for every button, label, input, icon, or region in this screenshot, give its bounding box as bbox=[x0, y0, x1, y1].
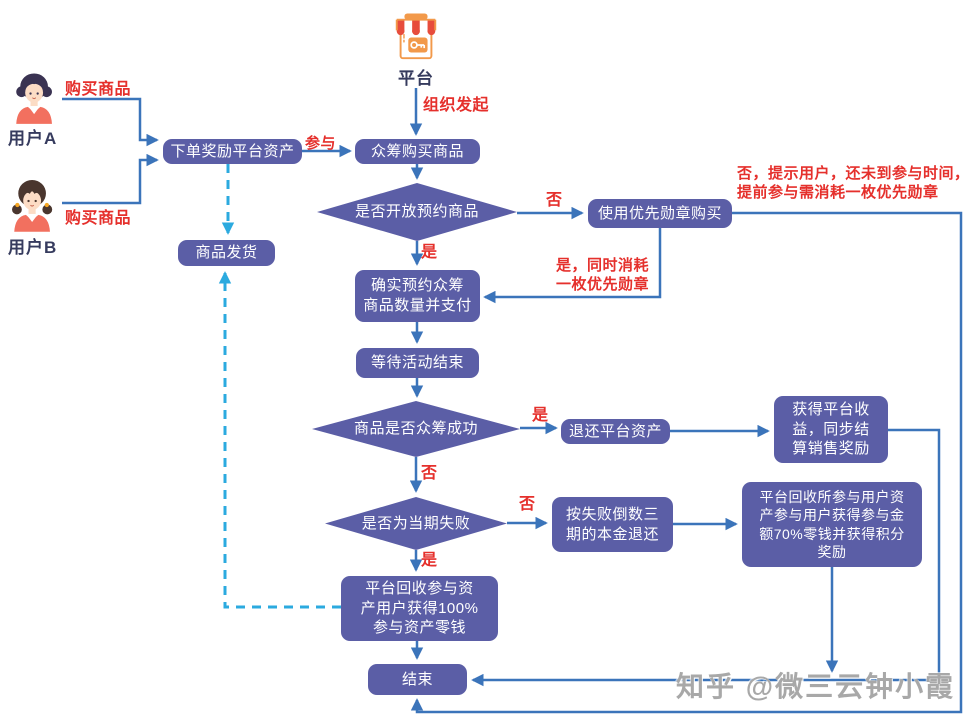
node-order-reward: 下单奖励平台资产 bbox=[163, 139, 302, 164]
node-crowdfund-buy: 众筹购买商品 bbox=[355, 139, 480, 164]
watermark: 知乎 @微三云钟小霞 bbox=[676, 671, 956, 702]
label-yes-success: 是 bbox=[532, 407, 549, 424]
label-buy-goods-b: 购买商品 bbox=[65, 210, 132, 227]
node-refund-principal-last3: 按失败倒数三 期的本金退还 bbox=[552, 497, 673, 552]
label-no-open: 否 bbox=[546, 192, 563, 209]
platform-label: 平台 bbox=[398, 69, 434, 88]
dashed-recover100-to-ship bbox=[218, 271, 341, 609]
user-b-label: 用户B bbox=[8, 238, 58, 257]
note-yes-consume-medal: 是，同时消耗 一枚优先勋章 bbox=[556, 257, 650, 294]
node-gain-platform-revenue: 获得平台收 益，同步结 算销售奖励 bbox=[774, 396, 888, 463]
label-no-success: 否 bbox=[421, 465, 438, 482]
node-return-platform-assets: 退还平台资产 bbox=[561, 419, 670, 444]
label-no-current-fail: 否 bbox=[519, 496, 536, 513]
label-yes-open: 是 bbox=[421, 244, 438, 261]
node-end: 结束 bbox=[368, 664, 467, 695]
edge-medal-right-to-end bbox=[410, 211, 963, 714]
edge-usera-to-order bbox=[62, 97, 159, 147]
user-b-avatar bbox=[12, 180, 53, 232]
label-yes-current-fail: 是 bbox=[421, 552, 438, 569]
edge-medal-down-to-confirm bbox=[483, 228, 662, 304]
label-buy-goods-a: 购买商品 bbox=[65, 81, 132, 98]
node-wait-activity-end: 等待活动结束 bbox=[356, 348, 479, 378]
user-a-label: 用户A bbox=[8, 129, 58, 148]
user-a-avatar bbox=[16, 73, 52, 124]
node-goods-ship: 商品发货 bbox=[178, 240, 275, 266]
node-recover-assets-100: 平台回收参与资 产用户获得100% 参与资产零钱 bbox=[341, 576, 498, 641]
node-confirm-reserve-pay: 确实预约众筹 商品数量并支付 bbox=[355, 270, 480, 322]
edge-userb-to-order bbox=[62, 153, 159, 205]
platform-store-icon bbox=[395, 13, 437, 60]
label-organize-initiate: 组织发起 bbox=[423, 97, 490, 114]
node-use-priority-medal: 使用优先勋章购买 bbox=[588, 199, 732, 228]
label-participate: 参与 bbox=[305, 135, 337, 152]
note-no-early-participate: 否，提示用户，还未到参与时间， 提前参与需消耗一枚优先勋章 bbox=[737, 165, 970, 202]
edge-revenue-to-end bbox=[471, 428, 941, 687]
node-recover-assets-70: 平台回收所参与用户资 产参与用户获得参与金 额70%零钱并获得积分 奖励 bbox=[742, 482, 922, 567]
